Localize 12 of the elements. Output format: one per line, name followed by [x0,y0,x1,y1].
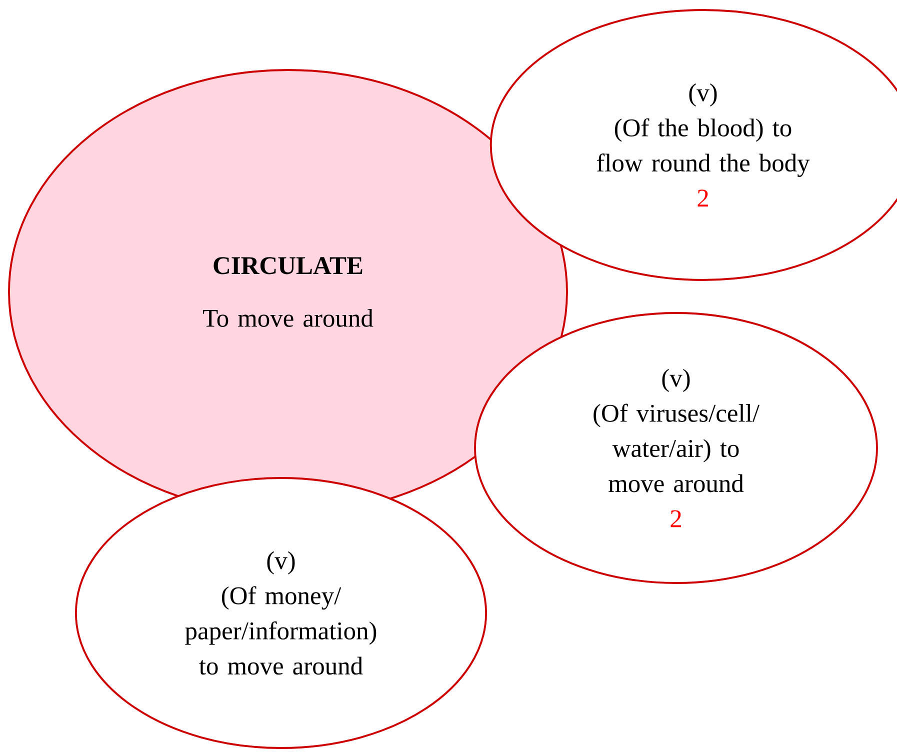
node-label: (Of the blood) to flow round the body [596,118,810,177]
node-label: 2 [670,510,681,528]
node-label: (v) [662,368,690,392]
node-label: (Of viruses/cell/ water/air) to move around [594,404,760,492]
ellipse-node: (v) (Of money/ paper/information) to move around [74,477,488,749]
ellipse-node: CIRCULATE To move around [8,69,568,515]
node-label: 2 [698,190,708,207]
node-label: (v) [689,83,717,107]
node-label: (Of money/ paper/information) to move around [185,586,376,675]
ellipse-node: (v) (Of the blood) to flow round the body 2 [490,9,897,281]
node-label: (v) [267,551,295,574]
ellipse-node: (v) (Of viruses/cell/ water/air) to move around 2 [474,312,878,584]
